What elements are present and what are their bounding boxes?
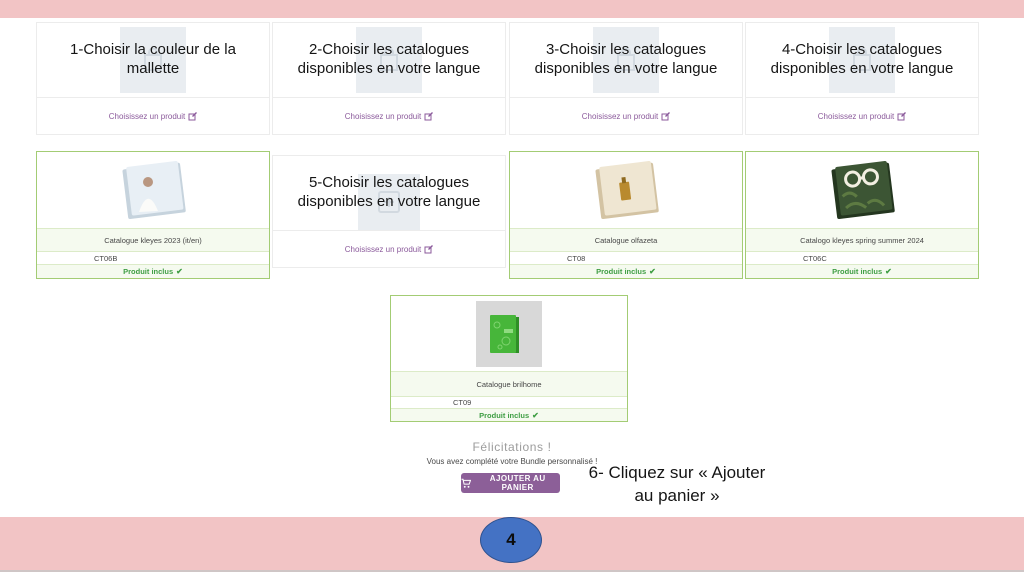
choose-product-link[interactable]: Choisissez un produit — [344, 244, 434, 254]
selector-2-placeholder-area: 2-Choisir les catalogues disponibles en … — [273, 23, 505, 98]
product-placeholder — [358, 174, 420, 230]
product-name: Catalogo kleyes spring summer 2024 — [746, 228, 978, 252]
bag-icon — [380, 47, 398, 71]
choose-product-link[interactable]: Choisissez un produit — [108, 111, 198, 121]
product-card-kleyes-ss24: Catalogo kleyes spring summer 2024 CT06C… — [745, 151, 979, 279]
choose-product-label: Choisissez un produit — [817, 111, 895, 121]
product-image — [391, 296, 627, 371]
edit-icon — [661, 111, 671, 120]
selector-1-placeholder-area: 1-Choisir la couleur de la mallette — [37, 23, 269, 98]
choose-product-link[interactable]: Choisissez un produit — [817, 111, 907, 121]
catalogue-kleyes-2023-image — [122, 161, 186, 219]
step-6-annotation: 6- Cliquez sur « Ajouter au panier » — [576, 461, 778, 508]
product-name: Catalogue kleyes 2023 (it/en) — [37, 228, 269, 252]
check-icon: ✔ — [649, 267, 656, 276]
choose-product-label: Choisissez un produit — [344, 244, 422, 254]
selector-card-4[interactable]: 4-Choisir les catalogues disponibles en … — [745, 22, 979, 135]
selector-5-placeholder-area: 5-Choisir les catalogues disponibles en … — [273, 156, 505, 231]
step-2-title: 2-Choisir les catalogues disponibles en … — [297, 41, 481, 77]
choose-product-label: Choisissez un produit — [581, 111, 659, 121]
bag-icon — [617, 47, 635, 71]
product-sku: CT06C — [746, 252, 978, 264]
step-5-title: 5-Choisir les catalogues disponibles en … — [297, 174, 481, 210]
page-number-badge: 4 — [480, 517, 542, 563]
check-icon: ✔ — [885, 267, 892, 276]
product-included-status: Produit inclus ✔ — [746, 264, 978, 278]
catalogue-olfazeta-image — [595, 161, 659, 219]
choose-product-link[interactable]: Choisissez un produit — [581, 111, 671, 121]
status-label: Produit inclus — [123, 267, 174, 276]
product-image — [746, 152, 978, 228]
choose-product-row: Choisissez un produit — [510, 98, 742, 134]
choose-product-row: Choisissez un produit — [37, 98, 269, 134]
plus-square-icon — [378, 191, 400, 213]
product-included-status: Produit inclus ✔ — [510, 264, 742, 278]
product-placeholder — [829, 27, 895, 93]
status-label: Produit inclus — [479, 410, 530, 420]
bag-icon — [853, 47, 871, 71]
status-label: Produit inclus — [596, 267, 647, 276]
edit-icon — [897, 111, 907, 120]
product-card-kleyes-2023: Catalogue kleyes 2023 (it/en) CT06B Prod… — [36, 151, 270, 279]
product-sku: CT06B — [37, 252, 269, 264]
step-3-title: 3-Choisir les catalogues disponibles en … — [534, 41, 718, 77]
product-placeholder — [593, 27, 659, 93]
selector-card-5[interactable]: 5-Choisir les catalogues disponibles en … — [272, 155, 506, 268]
choose-product-row: Choisissez un produit — [746, 98, 978, 134]
edit-icon — [424, 111, 434, 120]
add-to-cart-label: AJOUTER AU PANIER — [489, 474, 546, 492]
cart-icon — [461, 478, 472, 488]
step-6-line1: 6- Cliquez sur « Ajouter — [588, 463, 766, 482]
step-1-title: 1-Choisir la couleur de la mallette — [70, 41, 236, 77]
check-icon: ✔ — [176, 267, 183, 276]
edit-icon — [424, 244, 434, 253]
bag-icon — [144, 47, 162, 71]
edit-icon — [188, 111, 198, 120]
product-image — [37, 152, 269, 228]
choose-product-label: Choisissez un produit — [344, 111, 422, 121]
status-label: Produit inclus — [832, 267, 883, 276]
catalogo-kleyes-ss24-image — [831, 161, 895, 219]
product-placeholder — [120, 27, 186, 93]
selector-card-3[interactable]: 3-Choisir les catalogues disponibles en … — [509, 22, 743, 135]
product-card-brilhome: Catalogue brilhome CT09 Produit inclus ✔ — [390, 295, 628, 422]
selector-card-2[interactable]: 2-Choisir les catalogues disponibles en … — [272, 22, 506, 135]
choose-product-label: Choisissez un produit — [108, 111, 186, 121]
product-included-status: Produit inclus ✔ — [391, 408, 627, 421]
choose-product-row: Choisissez un produit — [273, 98, 505, 134]
check-icon: ✔ — [532, 410, 539, 420]
product-sku: CT08 — [510, 252, 742, 264]
top-pink-bar — [0, 0, 1024, 18]
choose-product-link[interactable]: Choisissez un produit — [344, 111, 434, 121]
product-image — [510, 152, 742, 228]
step-6-line2: au panier » — [634, 486, 720, 506]
product-sku: CT09 — [391, 397, 627, 408]
page-number: 4 — [506, 530, 516, 549]
choose-product-row: Choisissez un produit — [273, 231, 505, 267]
product-card-olfazeta: Catalogue olfazeta CT08 Produit inclus ✔ — [509, 151, 743, 279]
product-name: Catalogue brilhome — [391, 371, 627, 397]
product-included-status: Produit inclus ✔ — [37, 264, 269, 278]
selector-3-placeholder-area: 3-Choisir les catalogues disponibles en … — [510, 23, 742, 98]
step-4-title: 4-Choisir les catalogues disponibles en … — [770, 41, 954, 77]
congrats-subtitle: Vous avez complété votre Bundle personna… — [426, 457, 598, 466]
selector-card-1[interactable]: 1-Choisir la couleur de la mallette Choi… — [36, 22, 270, 135]
catalogue-brilhome-image — [476, 300, 542, 367]
product-name: Catalogue olfazeta — [510, 228, 742, 252]
add-to-cart-button[interactable]: AJOUTER AU PANIER — [461, 473, 560, 493]
product-placeholder — [356, 27, 422, 93]
selector-4-placeholder-area: 4-Choisir les catalogues disponibles en … — [746, 23, 978, 98]
congrats-title: Félicitations ! — [472, 440, 552, 454]
